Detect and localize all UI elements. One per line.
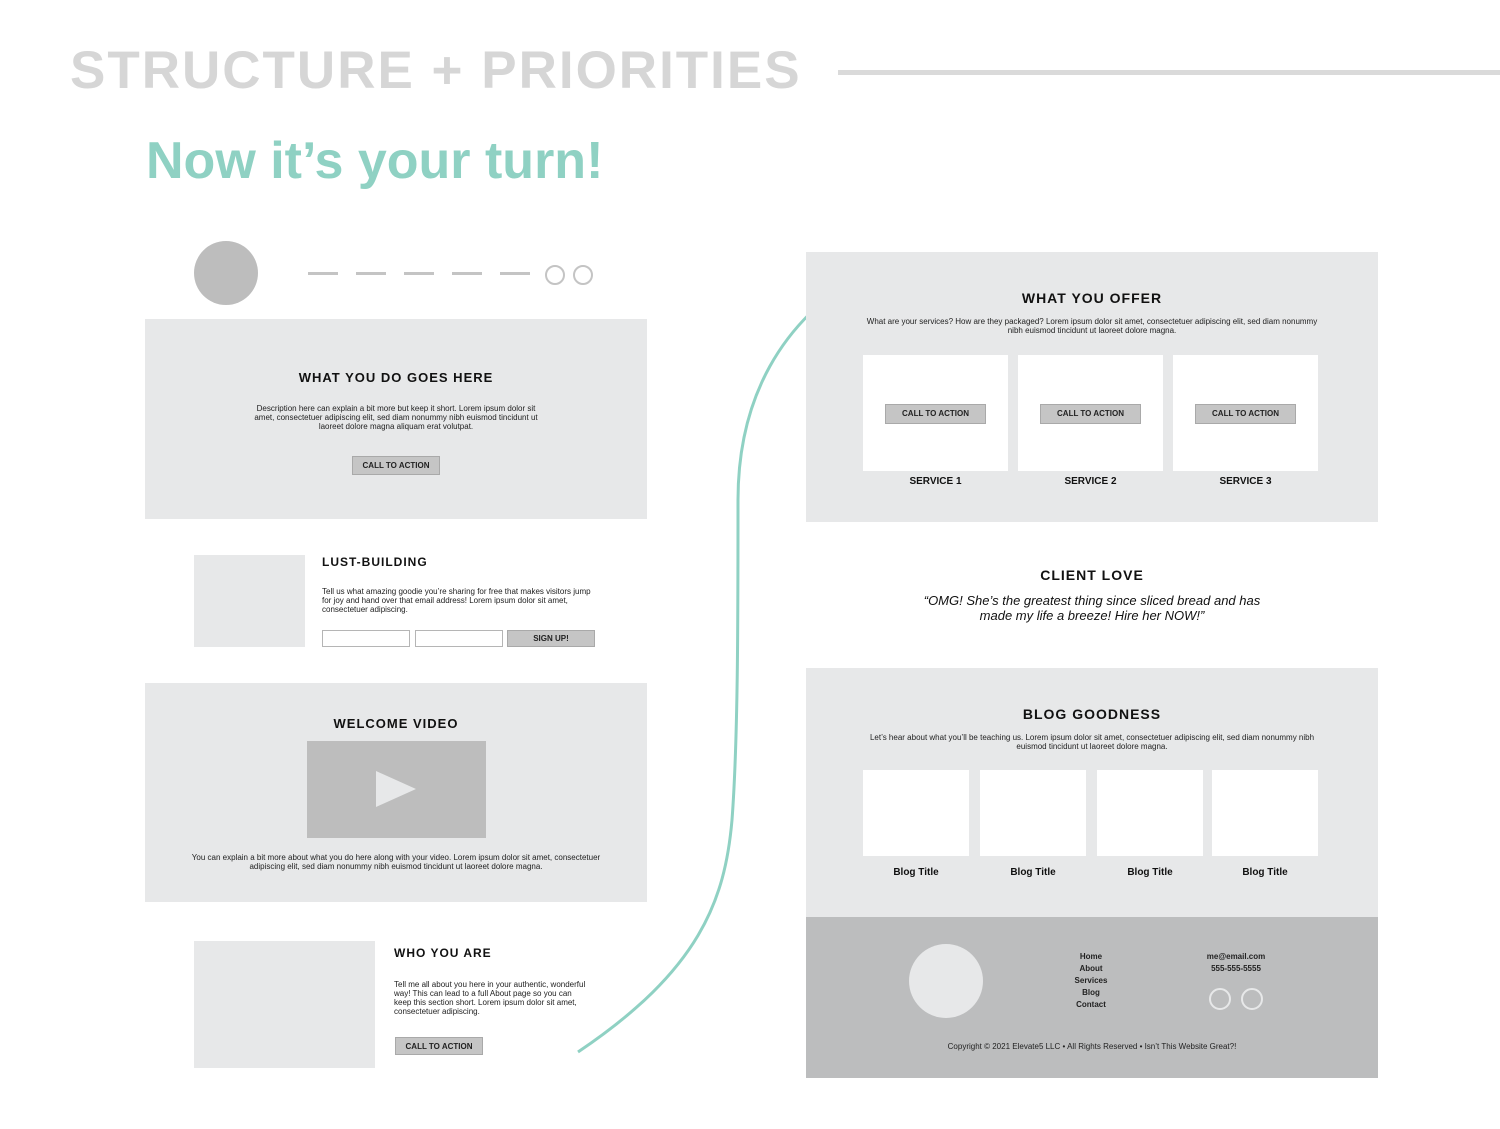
footer-link-home[interactable]: Home (1079, 952, 1103, 961)
footer-phone[interactable]: 555-555-5555 (1211, 964, 1261, 973)
footer-section: Home About Services Blog Contact me@emai… (806, 917, 1378, 1078)
service-1-label: SERVICE 1 (909, 476, 962, 487)
lust-image-placeholder (194, 555, 305, 647)
about-image-placeholder (194, 941, 375, 1068)
footer-logo-placeholder-icon (909, 944, 983, 1018)
service-3-label: SERVICE 3 (1219, 476, 1272, 487)
blog-post-title-4[interactable]: Blog Title (1242, 867, 1288, 878)
nav-dash-2 (356, 272, 386, 275)
blog-card-2[interactable] (980, 770, 1086, 856)
testimonial-title: CLIENT LOVE (1040, 567, 1144, 583)
hero-section: WHAT YOU DO GOES HERE Description here c… (145, 319, 647, 519)
footer-copyright: Copyright © 2021 Elevate5 LLC • All Righ… (947, 1042, 1237, 1051)
about-description: Tell me all about you here in your authe… (394, 980, 586, 1016)
offer-title: WHAT YOU OFFER (1021, 290, 1163, 306)
hero-description: Description here can explain a bit more … (254, 404, 538, 431)
service-3-cta-button[interactable]: CALL TO ACTION (1195, 404, 1296, 424)
footer-nav: Home About Services Blog Contact (1051, 951, 1131, 1011)
hero-cta-button[interactable]: CALL TO ACTION (352, 456, 440, 475)
heading-divider (838, 70, 1500, 75)
nav-dash-5 (500, 272, 530, 275)
blog-description: Let’s hear about what you’ll be teaching… (869, 733, 1315, 751)
name-input[interactable] (322, 630, 410, 647)
blog-card-1[interactable] (863, 770, 969, 856)
nav-social-circle-icon (545, 265, 565, 285)
blog-card-4[interactable] (1212, 770, 1318, 856)
logo-placeholder-icon (194, 241, 258, 305)
service-card-3: CALL TO ACTION (1173, 355, 1318, 471)
footer-email[interactable]: me@email.com (1206, 952, 1266, 961)
footer-link-services[interactable]: Services (1074, 976, 1108, 985)
nav-dash-1 (308, 272, 338, 275)
page-heading: STRUCTURE + PRIORITIES (70, 41, 802, 100)
offer-section: WHAT YOU OFFER What are your services? H… (806, 252, 1378, 522)
video-title: WELCOME VIDEO (333, 716, 459, 731)
about-cta-button[interactable]: CALL TO ACTION (395, 1037, 483, 1055)
about-title: WHO YOU ARE (394, 946, 492, 960)
video-player[interactable] (307, 741, 486, 838)
play-icon[interactable] (374, 769, 418, 809)
service-card-1: CALL TO ACTION (863, 355, 1008, 471)
video-description: You can explain a bit more about what yo… (191, 853, 601, 871)
nav-dash-4 (452, 272, 482, 275)
nav-dash-3 (404, 272, 434, 275)
page-subheading: Now it’s your turn! (146, 132, 604, 190)
footer-social-circle-icon[interactable] (1241, 988, 1263, 1010)
video-section: WELCOME VIDEO You can explain a bit more… (145, 683, 647, 902)
service-card-2: CALL TO ACTION (1018, 355, 1163, 471)
footer-link-blog[interactable]: Blog (1082, 988, 1100, 997)
blog-post-title-3[interactable]: Blog Title (1127, 867, 1173, 878)
offer-description: What are your services? How are they pac… (866, 317, 1318, 335)
testimonial-quote: “OMG! She’s the greatest thing since sli… (923, 593, 1261, 623)
blog-title: BLOG GOODNESS (1022, 706, 1162, 722)
nav-social-circle-icon (573, 265, 593, 285)
email-input[interactable] (415, 630, 503, 647)
footer-social-circle-icon[interactable] (1209, 988, 1231, 1010)
service-1-cta-button[interactable]: CALL TO ACTION (885, 404, 986, 424)
lust-title: LUST-BUILDING (322, 555, 428, 569)
hero-title: WHAT YOU DO GOES HERE (298, 370, 494, 385)
signup-button[interactable]: SIGN UP! (507, 630, 595, 647)
blog-post-title-2[interactable]: Blog Title (1010, 867, 1056, 878)
service-2-label: SERVICE 2 (1064, 476, 1117, 487)
footer-link-contact[interactable]: Contact (1076, 1000, 1106, 1009)
blog-post-title-1[interactable]: Blog Title (893, 867, 939, 878)
footer-link-about[interactable]: About (1079, 964, 1103, 973)
service-2-cta-button[interactable]: CALL TO ACTION (1040, 404, 1141, 424)
lust-description: Tell us what amazing goodie you’re shari… (322, 587, 591, 614)
blog-card-3[interactable] (1097, 770, 1203, 856)
blog-section: BLOG GOODNESS Let’s hear about what you’… (806, 668, 1378, 917)
